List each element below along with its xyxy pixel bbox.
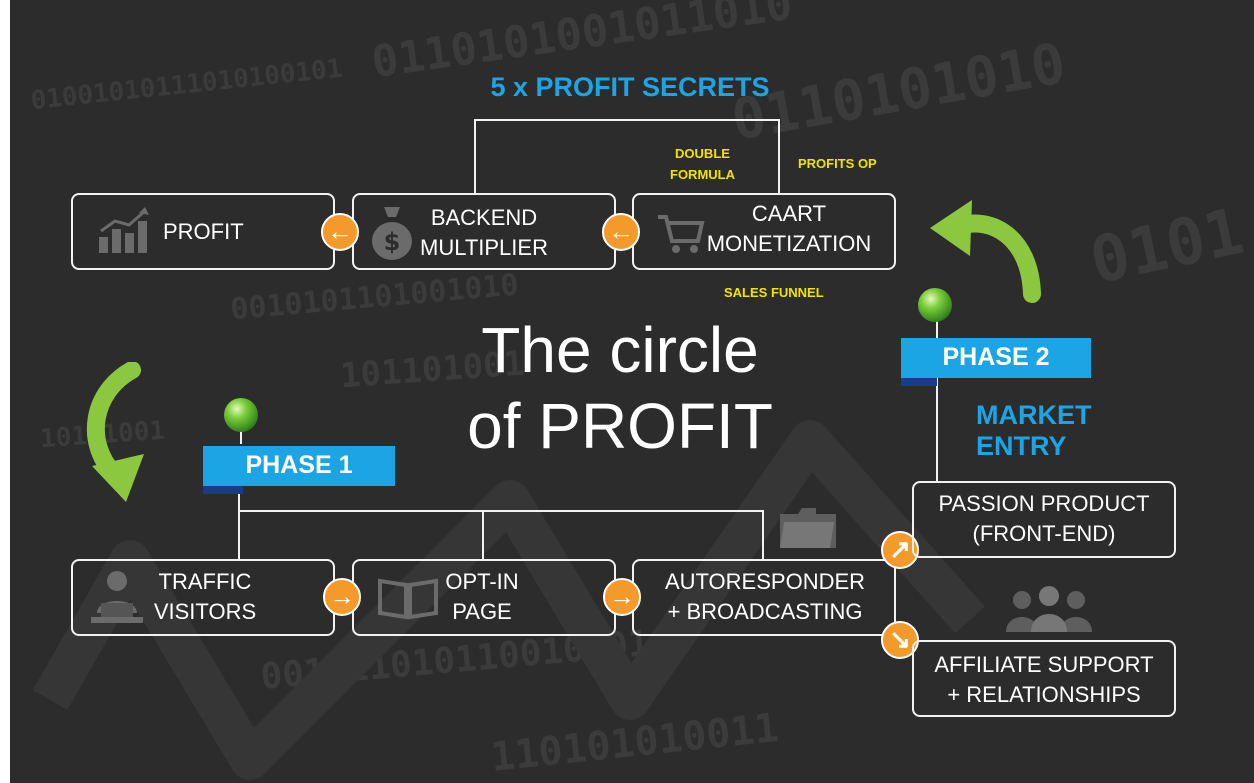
person-at-laptop-icon [91,571,143,623]
market-entry-label: MARKET ENTRY [976,400,1092,462]
profit-box: PROFIT [71,193,335,270]
connector-line [474,119,476,195]
affiliate-label: AFFILIATE SUPPORT + RELATIONSHIPS [924,650,1164,710]
autoresponder-label: AUTORESPONDER + BROADCASTING [654,567,876,627]
shopping-cart-icon [658,215,705,253]
group-people-icon [1006,586,1092,632]
tag-double-formula: DOUBLE FORMULA [670,143,735,185]
backend-label-line: BACKEND [430,205,538,230]
passion-label-line: (FRONT-END) [972,521,1116,546]
tag-line: DOUBLE [675,146,730,161]
connector-line [778,119,780,195]
tag-line: FORMULA [670,167,735,182]
cart-monetization-box: CAART MONETIZATION [632,193,896,270]
profit-label: PROFIT [163,219,244,244]
backend-label: BACKEND MULTIPLIER [414,203,554,263]
affiliate-support-box: AFFILIATE SUPPORT + RELATIONSHIPS [912,640,1176,717]
opt-in-page-box: OPT-IN PAGE [352,559,616,636]
arrow-right-icon: → [603,578,641,616]
banner-fold [901,378,937,386]
center-heading-line: of PROFIT [467,390,773,462]
connector-line [936,320,938,482]
market-entry-line: ENTRY [976,431,1067,461]
diagram-canvas: 0110101001011010 01001010111010100101 01… [10,0,1254,783]
connector-line [238,490,240,560]
affiliate-label-line: AFFILIATE SUPPORT [934,652,1154,677]
cart-label: CAART MONETIZATION [698,199,880,259]
backend-label-line: MULTIPLIER [420,235,548,260]
arrow-left-icon: ← [321,213,359,251]
money-bag-icon: $ [372,207,412,260]
connector-line [238,510,764,512]
green-ball-icon [918,288,952,322]
connector-line [482,510,484,560]
svg-text:$: $ [384,228,401,256]
traffic-visitors-box: TRAFFIC VISITORS [71,559,335,636]
autoresponder-label-line: AUTORESPONDER [664,569,866,594]
market-entry-line: MARKET [976,400,1092,430]
passion-label: PASSION PRODUCT (FRONT-END) [924,489,1164,549]
center-heading: The circle of PROFIT [410,312,830,464]
folder-icon [780,508,836,548]
optin-label: OPT-IN PAGE [430,567,534,627]
phase-2-banner: PHASE 2 [901,338,1091,378]
cart-label-line: MONETIZATION [706,231,872,256]
open-book-icon [378,578,438,620]
arrow-right-icon: → [323,578,361,616]
connector-line [240,428,242,444]
passion-product-box: PASSION PRODUCT (FRONT-END) [912,481,1176,558]
bar-chart-icon [99,207,149,253]
connector-line [762,510,764,560]
cart-label-line: CAART [751,201,827,226]
autoresponder-box: AUTORESPONDER + BROADCASTING [632,559,896,636]
diagram-title: 5 x PROFIT SECRETS [490,72,770,102]
connector-line [474,119,780,121]
affiliate-label-line: + RELATIONSHIPS [947,682,1141,707]
backend-multiplier-box: $ BACKEND MULTIPLIER [352,193,616,270]
optin-label-line: OPT-IN [445,569,519,594]
optin-label-line: PAGE [452,599,512,624]
traffic-label-line: TRAFFIC [158,569,252,594]
tag-sales-funnel: SALES FUNNEL [724,285,824,300]
green-curved-arrow-icon [86,362,144,502]
green-ball-icon [224,398,258,432]
traffic-label: TRAFFIC VISITORS [143,567,267,627]
arrow-left-icon: ← [602,213,640,251]
tag-profits-op: PROFITS OP [798,156,877,171]
green-curved-arrow-icon [930,200,1041,303]
banner-fold [203,486,243,494]
phase-1-banner: PHASE 1 [203,446,395,486]
traffic-label-line: VISITORS [153,599,257,624]
autoresponder-label-line: + BROADCASTING [667,599,863,624]
passion-label-line: PASSION PRODUCT [938,491,1150,516]
center-heading-line: The circle [481,314,759,386]
